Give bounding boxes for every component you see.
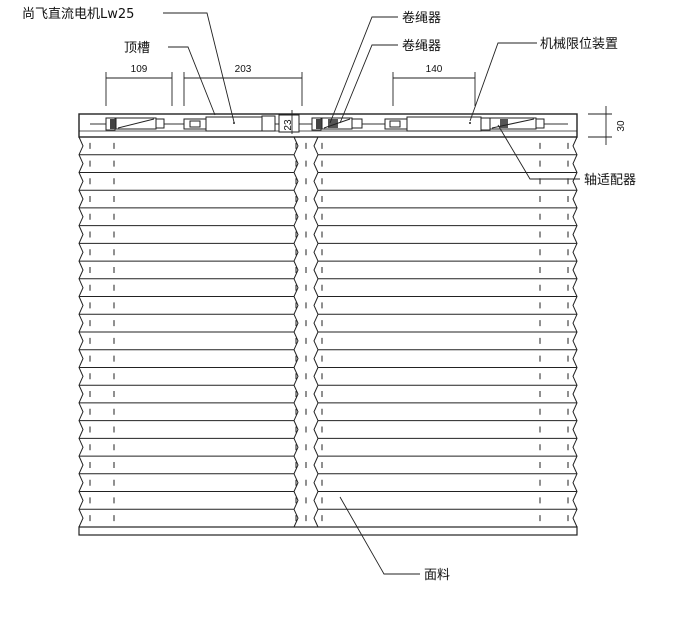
mechanical-limit-device [406,116,482,132]
motor-lw25 [183,116,267,132]
dim-23: 23 [283,119,294,131]
left-cord-winder [105,117,165,131]
label-mechanical-limit: 机械限位装置 [540,37,618,52]
label-cord-winder-1: 卷绳器 [402,10,441,26]
dim-109: 109 [131,64,148,75]
label-motor: 尚飞直流电机Lw25 [22,7,134,22]
fabric-panel [78,136,578,528]
shaft-coupler [384,118,408,130]
label-shaft-adapter: 轴适配器 [584,173,636,188]
pleat-markers [89,142,569,522]
shaft-adapter-unit [480,117,545,131]
dim-140: 140 [426,64,443,75]
label-fabric: 面料 [424,568,450,583]
fabric-gap-left-edge [293,136,299,528]
leader-lines [163,12,580,575]
label-top-channel: 顶槽 [124,41,150,56]
dimension-lines [105,72,612,145]
right-cord-winder-pair [311,117,363,131]
dim-203: 203 [235,64,252,75]
fabric-gap-right-edge [313,136,319,528]
bottom-rail [78,526,578,536]
dim-30: 30 [616,120,627,132]
center-bracket [261,114,300,133]
label-cord-winder-2: 卷绳器 [402,38,441,54]
